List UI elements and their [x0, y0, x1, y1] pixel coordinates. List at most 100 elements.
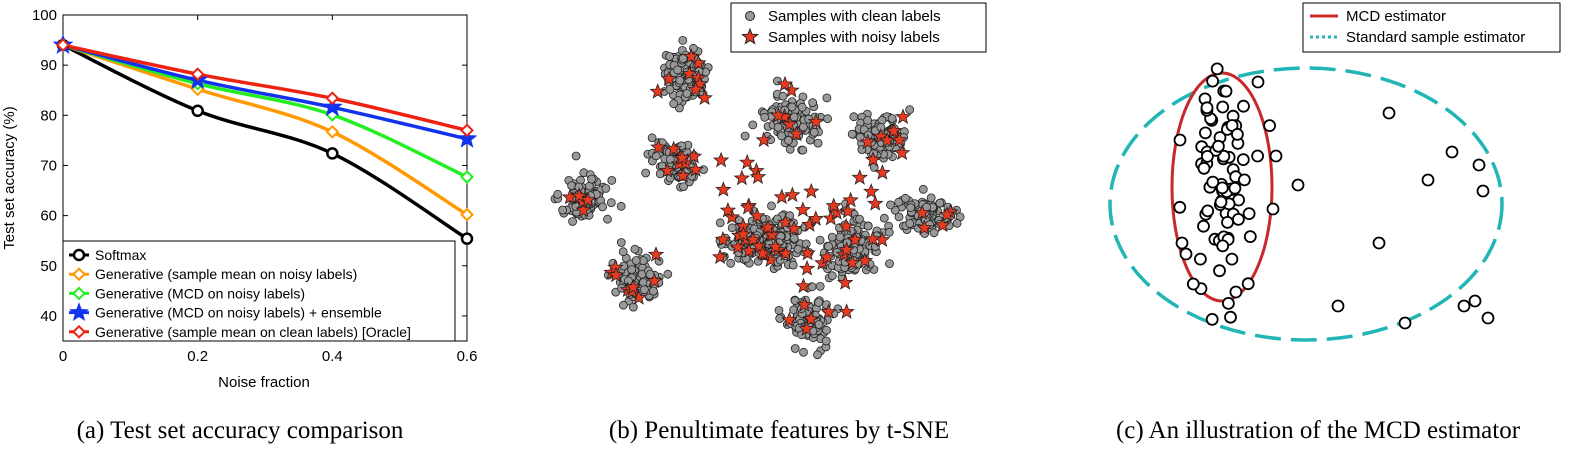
tsne-point-clean — [929, 228, 939, 238]
tsne-point-clean — [571, 151, 581, 161]
tsne-point-clean — [793, 244, 803, 254]
tsne-point-noisy — [795, 277, 812, 294]
tsne-point-noisy — [893, 144, 911, 160]
tsne-point-noisy — [838, 303, 855, 319]
tsne-points — [550, 36, 965, 360]
legend-b: Samples with clean labels Samples with n… — [730, 2, 987, 53]
y-tick-label: 90 — [40, 57, 57, 74]
legend-marker — [72, 267, 86, 282]
sample-point — [1215, 181, 1229, 195]
x-tick-label: 0.2 — [187, 348, 208, 365]
tsne-point-clean — [587, 174, 596, 184]
tsne-point-noisy — [740, 242, 758, 258]
tsne-point-clean — [799, 122, 808, 132]
sample-point — [1236, 153, 1250, 167]
sample-point — [1222, 296, 1235, 310]
sample-point — [1468, 294, 1482, 308]
tsne-point-noisy — [820, 303, 837, 319]
sample-point — [1199, 126, 1212, 140]
data-point — [56, 38, 70, 53]
tsne-point-noisy — [838, 241, 855, 257]
legend-label-clean: Samples with clean labels — [768, 8, 941, 25]
tsne-point-clean — [567, 181, 576, 191]
sample-point — [1372, 236, 1386, 250]
tsne-point-clean — [630, 244, 640, 254]
legend-marker — [72, 324, 86, 339]
legend-label: Softmax — [95, 247, 146, 263]
data-point — [456, 128, 478, 148]
tsne-point-noisy — [914, 204, 931, 221]
tsne-point-clean — [847, 129, 857, 139]
sample-point — [1266, 202, 1280, 216]
tsne-point-noisy — [856, 252, 874, 268]
tsne-point-clean — [603, 214, 612, 224]
sample-point — [1213, 264, 1226, 278]
tsne-point-noisy — [714, 230, 732, 247]
sample-point — [1173, 133, 1187, 147]
tsne-point-clean — [809, 127, 819, 137]
tsne-point-noisy — [570, 187, 588, 203]
tsne-point-clean — [814, 320, 824, 329]
legend-c: MCD estimator Standard sample estimator — [1302, 2, 1561, 53]
tsne-point-clean — [887, 114, 897, 123]
tsne-point-clean — [789, 233, 799, 243]
legend-box — [1302, 2, 1561, 53]
tsne-point-clean — [813, 350, 822, 360]
tsne-point-noisy — [681, 65, 698, 81]
y-tick-label: 60 — [40, 208, 57, 225]
sample-point — [1201, 204, 1215, 218]
tsne-point-noisy — [646, 272, 663, 289]
tsne-point-noisy — [784, 186, 801, 202]
tsne-point-noisy — [715, 181, 732, 197]
data-point — [325, 91, 340, 106]
tsne-point-clean — [906, 203, 915, 213]
tsne-point-noisy — [894, 108, 912, 125]
tsne-point-noisy — [767, 238, 784, 255]
sample-point — [1421, 173, 1435, 187]
sample-point — [1457, 299, 1471, 313]
tsne-point-noisy — [803, 182, 820, 199]
tsne-point-clean — [649, 286, 658, 296]
legend-marker — [72, 286, 86, 301]
data-point — [191, 104, 204, 118]
sample-point — [1238, 173, 1251, 187]
tsne-point-noisy — [739, 198, 757, 215]
series-line — [62, 43, 468, 217]
tsne-point-noisy — [660, 70, 678, 87]
sample-point — [1237, 99, 1250, 113]
series-line — [62, 43, 468, 241]
legend-label: Generative (MCD on noisy labels) + ensem… — [95, 305, 382, 321]
tsne-point-clean — [894, 197, 904, 207]
sample-point — [1194, 252, 1207, 266]
data-point — [460, 207, 474, 222]
series-markers — [52, 34, 478, 245]
tsne-point-clean — [801, 239, 811, 249]
tsne-point-noisy — [777, 245, 794, 261]
tsne-point-clean — [665, 85, 675, 94]
sample-point — [1221, 215, 1234, 229]
tsne-point-noisy — [794, 201, 812, 217]
sample-point — [1206, 74, 1219, 88]
tsne-point-noisy — [799, 244, 816, 261]
data-point — [460, 170, 474, 184]
tsne-point-clean — [726, 258, 736, 268]
tsne-point-clean — [641, 168, 651, 178]
sample-point — [1224, 310, 1237, 324]
legend-label-standard: Standard sample estimator — [1346, 29, 1525, 46]
tsne-point-clean — [777, 131, 786, 141]
tsne-point-clean — [822, 325, 831, 335]
tsne-point-noisy — [867, 195, 884, 211]
tsne-point-noisy — [788, 125, 805, 142]
tsne-point-clean — [616, 238, 626, 247]
tsne-point-clean — [663, 269, 673, 279]
sample-point — [1243, 230, 1257, 244]
x-tick-label: 0.6 — [457, 348, 478, 365]
tsne-point-noisy — [851, 169, 868, 185]
tsne-point-clean — [673, 65, 682, 75]
tsne-point-noisy — [750, 237, 768, 254]
sample-point — [1251, 149, 1264, 163]
tsne-point-noisy — [665, 140, 682, 157]
tsne-point-noisy — [625, 278, 642, 295]
tsne-point-clean — [727, 223, 737, 233]
tsne-point-clean — [879, 213, 889, 223]
